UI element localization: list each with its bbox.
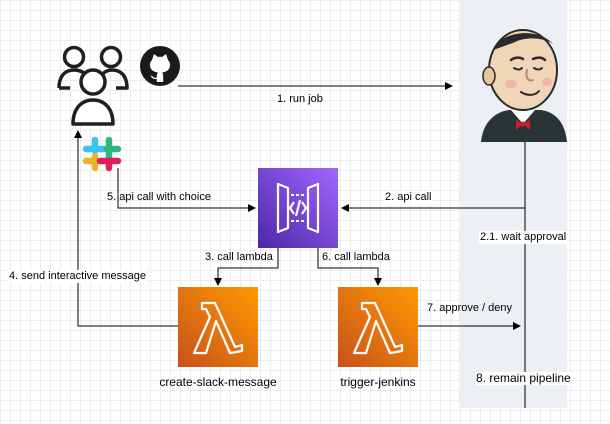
label-wait-approval: 2.1. wait approval <box>479 231 568 244</box>
label-run-job: 1. run job <box>277 93 323 105</box>
github-icon <box>140 46 180 86</box>
lambda-trigger-jenkins-icon <box>338 287 418 367</box>
api-gateway-icon <box>258 168 338 248</box>
edge-api-call-with-choice <box>117 168 256 212</box>
lambda-left-caption: create-slack-message <box>159 375 277 389</box>
jenkins-icon <box>467 20 579 142</box>
label-call-lambda-left: 3. call lambda <box>205 251 273 263</box>
label-remain-pipeline: 8. remain pipeline <box>475 371 572 385</box>
label-approve-deny: 7. approve / deny <box>427 302 513 314</box>
label-api-call-with-choice: 5. api call with choice <box>107 191 211 203</box>
label-api-call: 2. api call <box>384 191 433 204</box>
lambda-create-slack-message-icon <box>178 287 258 367</box>
label-send-interactive-message: 4. send interactive message <box>8 270 147 283</box>
lambda-right-caption: trigger-jenkins <box>340 375 416 389</box>
edge-call-lambda-left <box>214 246 279 286</box>
edge-call-lambda-right <box>317 246 382 286</box>
users-icon <box>56 40 140 130</box>
slack-icon <box>80 134 124 174</box>
label-call-lambda-right: 6. call lambda <box>322 251 390 263</box>
edge-send-interactive-message <box>74 130 178 327</box>
